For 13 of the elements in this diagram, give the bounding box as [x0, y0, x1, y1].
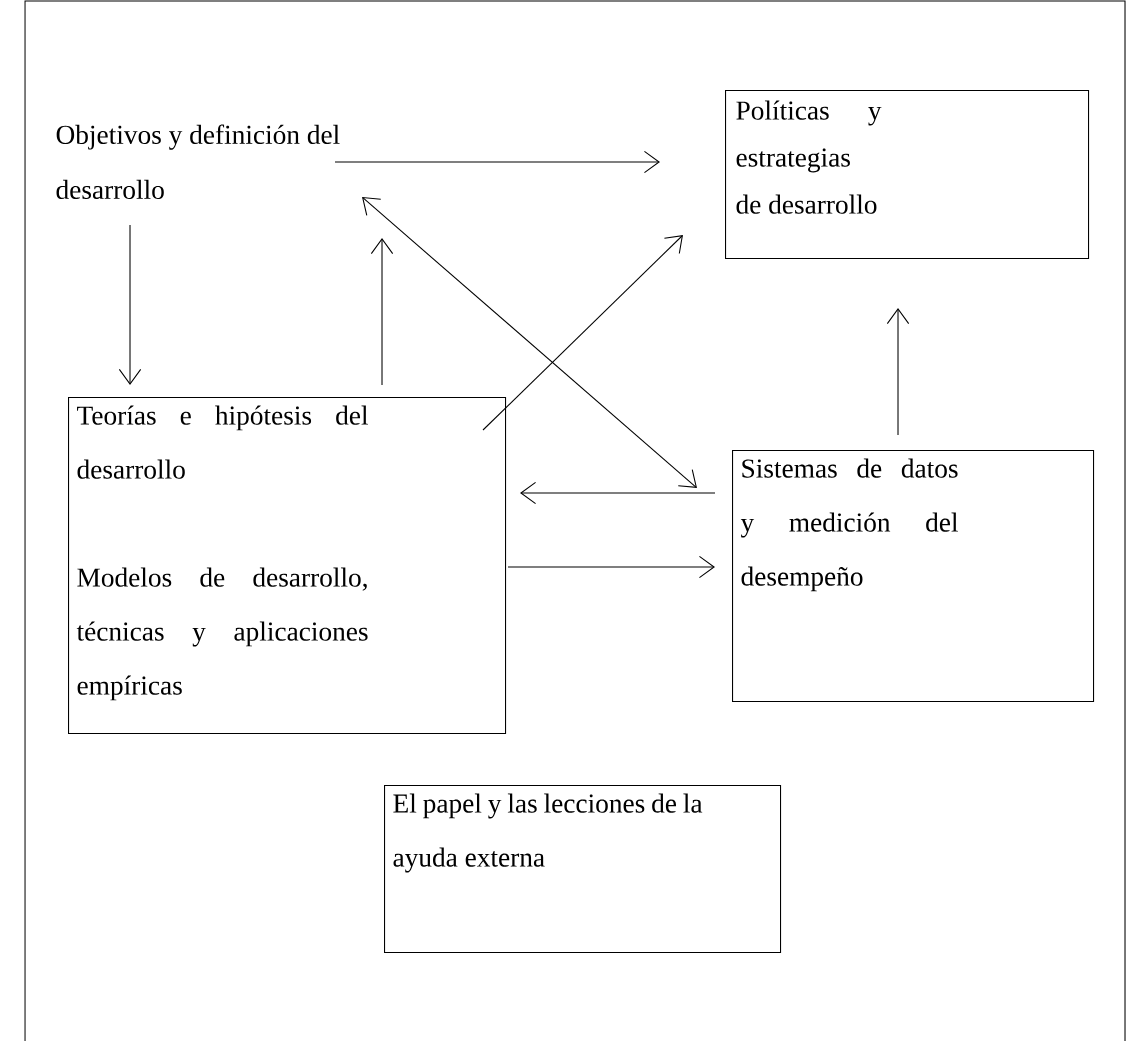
text-box: Políticas y estrategias de desarrollo [725, 90, 1090, 260]
arrow [334, 150, 660, 174]
text-box: Teorías e hipótesis del desarrollo Modelos de desarrollo, técnicas y aplicaciones empíricas [68, 397, 507, 735]
arrow [482, 235, 683, 431]
arrow [118, 224, 142, 385]
double-arrow [362, 197, 697, 488]
arrow [507, 555, 715, 579]
text-label: Objetivos y definición del desarrollo [56, 124, 340, 200]
text-box: El papel y las lecciones de la ayuda externa [384, 785, 782, 954]
arrow [886, 308, 910, 436]
text-box: Sistemas de datos y medición del desempeño [732, 450, 1095, 703]
arrow [370, 238, 394, 386]
arrow [520, 481, 716, 505]
